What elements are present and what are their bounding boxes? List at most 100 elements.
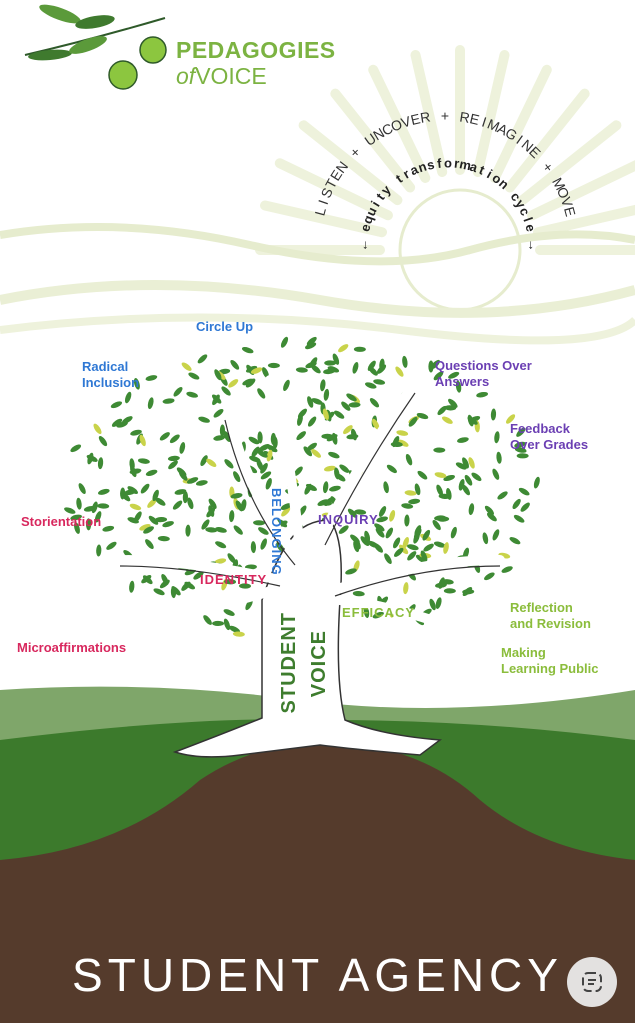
- leaf: [334, 467, 340, 480]
- leaf: [248, 436, 260, 445]
- leaf: [121, 416, 133, 424]
- leaf: [395, 366, 404, 377]
- leaf: [142, 575, 153, 585]
- leaf: [468, 503, 475, 516]
- leaf: [186, 477, 199, 484]
- leaf: [514, 447, 527, 453]
- visual-search-button[interactable]: [567, 957, 617, 1007]
- leaf: [97, 488, 110, 495]
- leaf: [212, 620, 225, 627]
- leaf: [434, 515, 447, 521]
- sun-ray: [274, 158, 393, 221]
- leaf: [414, 483, 421, 496]
- leaf: [428, 360, 434, 373]
- sun-ray: [472, 50, 510, 178]
- leaf: [145, 469, 158, 476]
- leaf: [413, 532, 420, 544]
- label-storientation: Storientation: [21, 514, 102, 529]
- label-line: Feedback: [510, 421, 570, 436]
- leaf: [74, 522, 80, 534]
- leaf: [403, 582, 409, 595]
- leaf: [369, 398, 380, 408]
- soil-mound: [0, 741, 635, 1023]
- leaf: [173, 387, 183, 397]
- leaf: [417, 470, 428, 480]
- leaf: [185, 524, 191, 537]
- leaf: [110, 401, 123, 409]
- leaf: [467, 416, 478, 425]
- leaf: [533, 476, 540, 489]
- label-line: Reflection: [510, 600, 573, 615]
- leaf: [232, 631, 245, 637]
- arc-glyph: m: [458, 156, 472, 173]
- label-line: Making: [501, 645, 546, 660]
- leaf: [130, 429, 142, 436]
- leaf: [516, 427, 526, 437]
- leaf: [124, 391, 132, 404]
- leaf: [415, 554, 427, 563]
- leaf: [332, 353, 340, 365]
- leaf: [307, 396, 314, 408]
- leaf: [245, 599, 253, 611]
- leaf: [341, 401, 351, 411]
- leaf: [265, 478, 272, 490]
- leaf: [438, 577, 445, 589]
- leaf: [306, 442, 317, 451]
- landscape-line: [0, 313, 635, 345]
- leaf: [260, 538, 267, 550]
- leaf: [338, 525, 349, 534]
- leaf: [152, 489, 159, 502]
- leaf: [250, 367, 263, 374]
- leaf: [233, 525, 243, 535]
- leaf: [367, 540, 379, 548]
- leaf: [145, 539, 154, 549]
- leaf: [235, 500, 243, 512]
- leaf: [293, 466, 303, 477]
- sun-ray: [260, 200, 388, 238]
- leaf: [303, 446, 313, 457]
- olive-branch-logo-icon: [24, 4, 167, 90]
- leaf: [433, 447, 446, 453]
- leaf: [272, 436, 278, 449]
- leaf: [408, 498, 421, 505]
- leaf: [276, 519, 288, 528]
- leaf: [250, 541, 257, 554]
- leaf: [159, 579, 170, 589]
- page-title: STUDENT AGENCY: [72, 949, 563, 1001]
- leaf: [143, 526, 154, 534]
- leaf: [405, 453, 413, 466]
- leaf: [392, 436, 400, 448]
- arc-glyph: I: [480, 114, 489, 130]
- leaf: [435, 597, 442, 609]
- arc-glyph: r: [400, 166, 412, 182]
- sun-ray: [504, 88, 590, 193]
- leaf: [97, 457, 104, 470]
- leaf: [184, 581, 196, 590]
- leaf: [260, 462, 268, 474]
- leaf: [97, 503, 110, 509]
- leaf: [93, 423, 102, 435]
- leaf: [484, 572, 495, 581]
- trunk-label-efficacy: EFFICACY: [342, 605, 415, 620]
- leaf: [404, 490, 417, 496]
- leaf: [338, 344, 349, 353]
- leaf: [492, 468, 500, 480]
- leaf: [422, 529, 431, 541]
- leaf: [214, 558, 227, 565]
- leaf: [213, 408, 224, 418]
- sun-ray: [298, 120, 403, 206]
- leaf: [85, 518, 92, 531]
- leaf: [343, 425, 353, 435]
- sun-ray: [489, 64, 552, 183]
- leaf: [397, 439, 409, 447]
- leaf: [384, 553, 392, 564]
- leaf: [518, 487, 530, 496]
- leaf: [448, 398, 458, 408]
- leaf: [230, 359, 240, 370]
- arc-glyph: r: [453, 156, 460, 171]
